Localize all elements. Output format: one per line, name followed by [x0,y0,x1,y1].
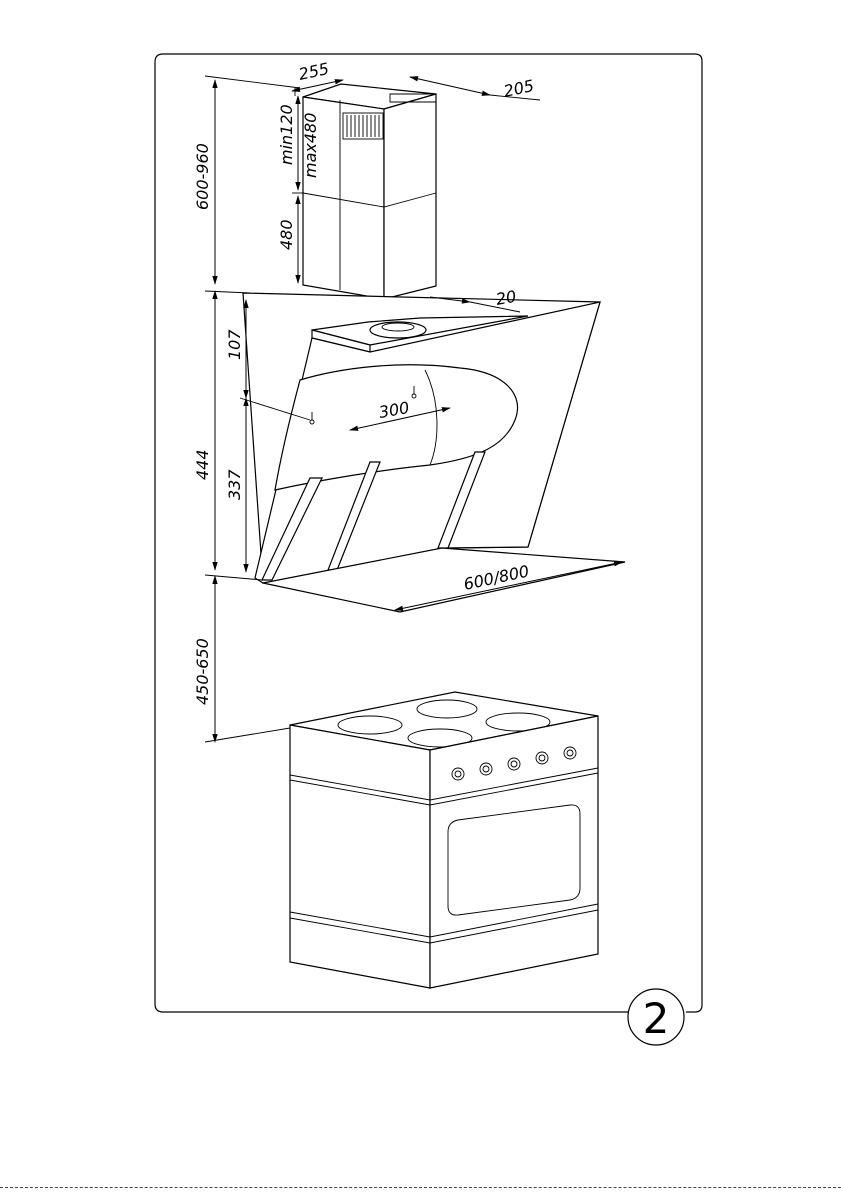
page-bottom-rule [0,1187,841,1188]
dim-chimney-width: 205 [502,76,536,101]
page-number: 2 [643,994,670,1043]
dim-hood-offset: 20 [494,287,517,309]
dim-chimney-lower: 480 [277,219,296,250]
dim-total-chimney: 600-960 [193,143,212,210]
dim-chimney-depth: 255 [297,59,331,84]
cooker [290,692,598,988]
page-number-badge: 2 [628,989,684,1045]
dim-chimney-min: min120 [277,104,296,165]
dim-chimney-max: max480 [301,113,320,178]
hood [243,293,625,612]
dim-clearance: 450-650 [193,638,212,705]
dim-hood-top: 107 [225,329,244,360]
dim-hood-total: 444 [193,449,212,480]
chimney [303,84,436,299]
dim-hood-lower: 337 [225,469,244,500]
